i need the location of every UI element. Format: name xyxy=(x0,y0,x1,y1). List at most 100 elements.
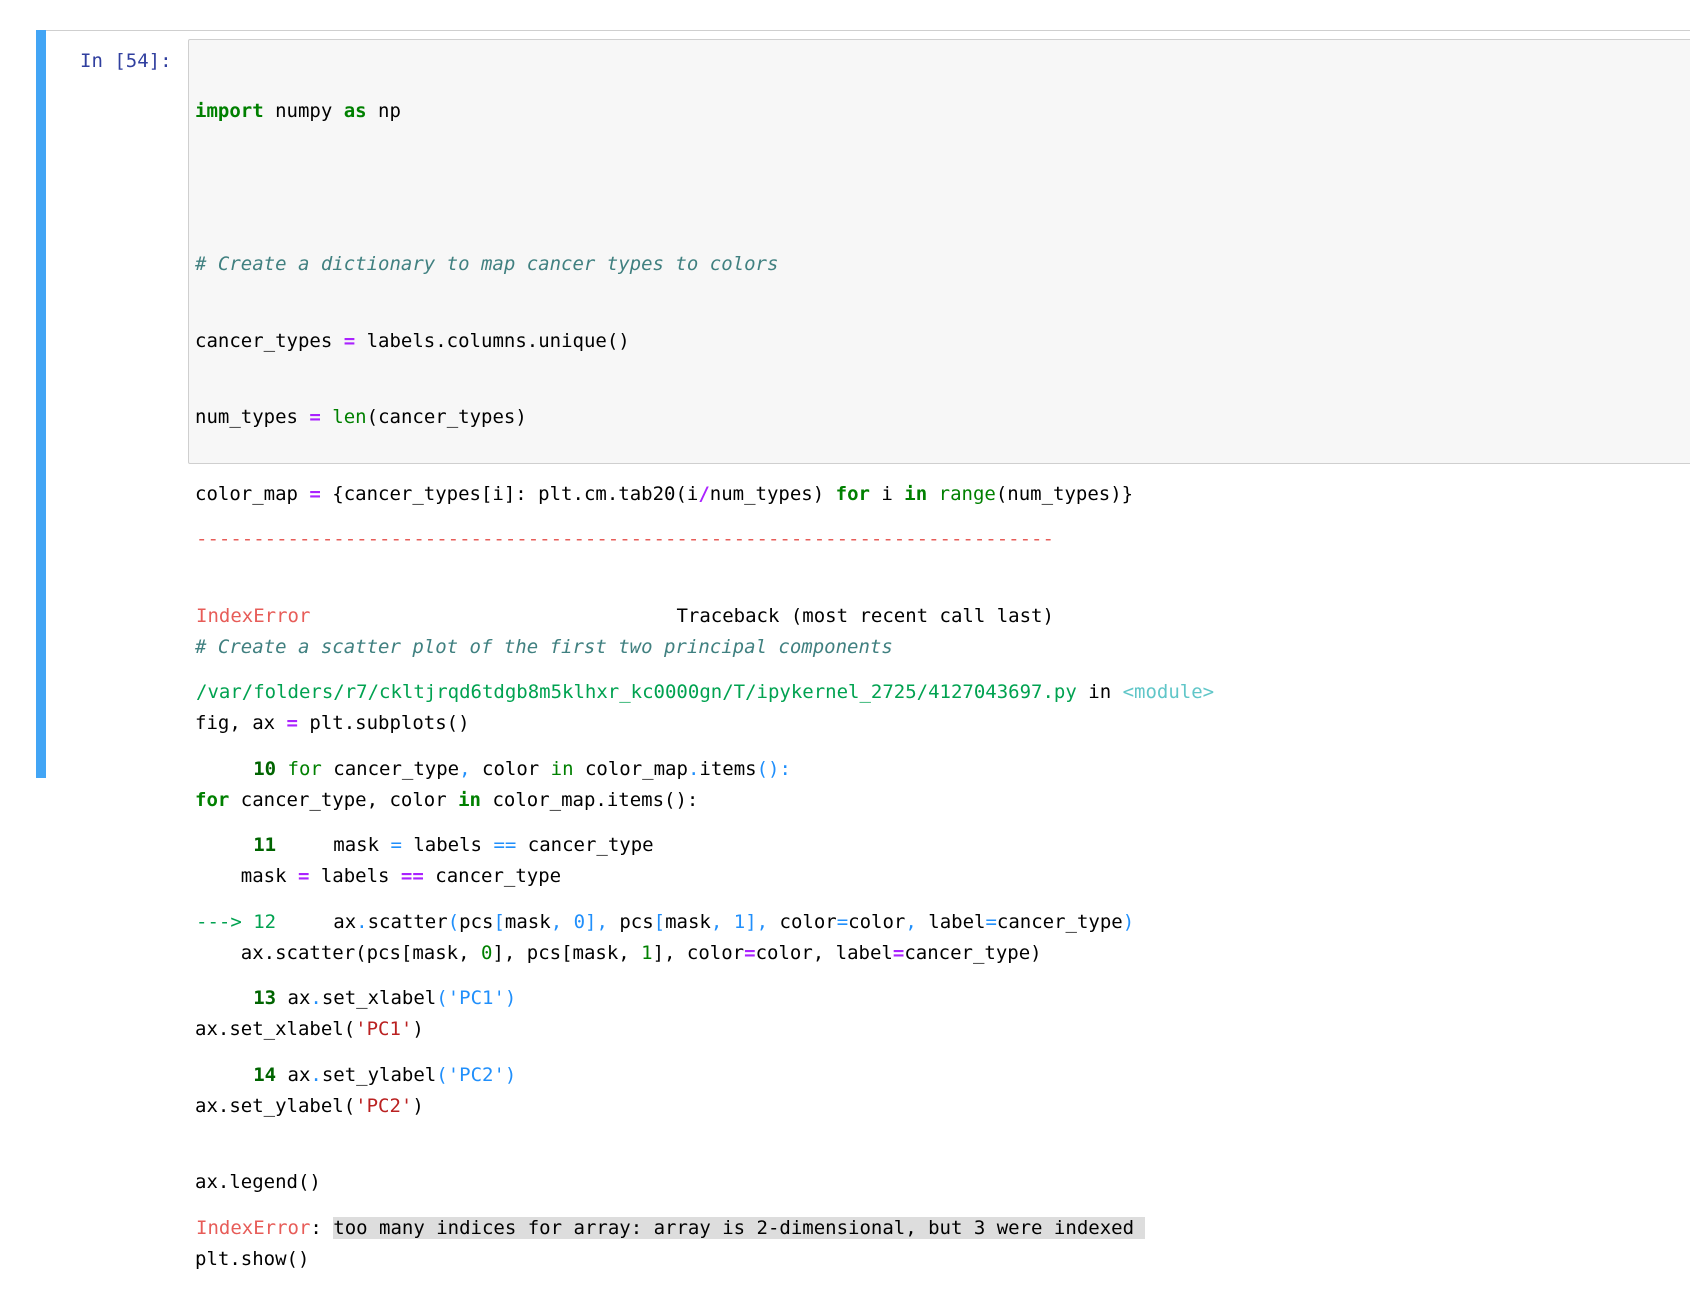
code-operator: = xyxy=(343,329,356,352)
code-token: pcs xyxy=(619,910,654,933)
code-punct: , xyxy=(459,757,471,780)
code-operator: = xyxy=(309,482,321,505)
error-final-name: IndexError xyxy=(196,1216,311,1239)
code-line: # Create a scatter plot of the first two… xyxy=(195,635,1133,661)
error-output: ----------------------------------------… xyxy=(196,476,1214,1267)
traceback-line-number: 10 xyxy=(196,757,288,780)
code-token: color_map xyxy=(195,482,310,505)
code-token: ax xyxy=(287,1063,311,1086)
code-token: color xyxy=(848,910,906,933)
code-token: label xyxy=(928,910,986,933)
error-colon: : xyxy=(310,1216,334,1239)
code-token: np xyxy=(366,100,401,122)
code-line: cancer_types = labels.columns.unique() xyxy=(195,329,1133,355)
code-punct: ('PC2') xyxy=(436,1063,517,1086)
notebook-top-divider xyxy=(36,30,1690,31)
code-keyword: in xyxy=(550,757,574,780)
code-token: as xyxy=(343,100,367,122)
code-builtin: len xyxy=(332,406,367,428)
code-punct: . xyxy=(310,1063,322,1086)
code-token: set_xlabel xyxy=(321,987,437,1009)
code-token: pcs xyxy=(459,910,494,933)
traceback-module: <module> xyxy=(1122,681,1215,703)
code-token: mask xyxy=(504,910,551,933)
code-line: num_types = len(cancer_types) xyxy=(195,405,1133,431)
code-token: fig, ax xyxy=(195,712,287,734)
code-punct: == xyxy=(493,834,517,856)
code-punct: [ xyxy=(493,910,505,933)
traceback-label: Traceback (most recent call last) xyxy=(310,604,1054,627)
error-message-line: IndexError: too many indices for array: … xyxy=(196,1216,1214,1242)
code-punct: ( xyxy=(447,910,460,933)
code-token: color_map xyxy=(573,757,688,780)
traceback-line-number: 13 xyxy=(196,987,288,1009)
code-operator: = xyxy=(309,406,321,428)
code-keyword: for xyxy=(835,482,870,505)
code-operator: = xyxy=(286,712,298,734)
error-message: too many indices for array: array is 2-d… xyxy=(333,1216,1146,1239)
code-token: num_types xyxy=(195,406,310,428)
code-comment: # Create a scatter plot of the first two… xyxy=(195,635,893,658)
code-punct: . xyxy=(687,757,700,780)
code-punct: = xyxy=(390,834,402,856)
code-punct: , 0], xyxy=(550,910,620,933)
code-token: cancer_type xyxy=(516,834,654,856)
code-token: labels.columns.unique() xyxy=(355,329,630,352)
code-token: labels xyxy=(401,834,494,856)
code-token: i xyxy=(869,482,905,505)
code-token: num_types) xyxy=(709,482,836,505)
code-comment: # Create a dictionary to map cancer type… xyxy=(195,253,779,275)
traceback-divider: ----------------------------------------… xyxy=(196,528,1054,550)
traceback-line: 10 for cancer_type, color in color_map.i… xyxy=(196,757,1214,783)
code-line: import numpy as np xyxy=(195,99,1133,125)
code-editor[interactable] xyxy=(188,39,1690,464)
code-token: cancer_type xyxy=(321,757,460,780)
code-punct: ) xyxy=(1122,910,1135,933)
code-keyword: for xyxy=(287,757,322,780)
traceback-in: in xyxy=(1076,681,1123,703)
code-builtin: range xyxy=(938,482,996,505)
code-token: ax xyxy=(287,987,311,1009)
code-token: (num_types)} xyxy=(995,482,1134,505)
traceback-line-number: 14 xyxy=(196,1063,288,1086)
code-token: mask xyxy=(665,910,711,933)
code-token: (cancer_types) xyxy=(366,406,527,428)
code-keyword: in xyxy=(904,482,928,505)
code-punct: . xyxy=(356,910,368,933)
code-line-blank xyxy=(195,176,1133,202)
traceback-arrow: ---> 12 xyxy=(196,910,288,933)
code-token: cancer_type xyxy=(996,910,1123,933)
code-token: color xyxy=(779,910,837,933)
code-token: color xyxy=(470,757,551,780)
traceback-line-number: 11 xyxy=(196,834,288,856)
traceback-file-path[interactable]: /var/folders/r7/ckltjrqd6tdgb8m5klhxr_kc… xyxy=(196,681,1077,703)
code-token: mask xyxy=(287,834,391,856)
traceback-line: 14 ax.set_ylabel('PC2') xyxy=(196,1063,1214,1089)
code-cell[interactable] xyxy=(36,30,1690,778)
traceback-location: /var/folders/r7/ckltjrqd6tdgb8m5klhxr_kc… xyxy=(196,680,1214,706)
code-punct: ('PC1') xyxy=(436,987,517,1009)
code-token: {cancer_types[i]: plt.cm.tab20(i xyxy=(320,482,699,505)
code-token: plt.subplots() xyxy=(297,712,470,734)
traceback-header: IndexError Traceback (most recent call l… xyxy=(196,604,1214,630)
code-token: numpy xyxy=(263,100,344,122)
traceback-blank xyxy=(196,1139,1214,1165)
selected-cell-indicator xyxy=(36,30,46,778)
code-punct: (): xyxy=(756,757,791,780)
traceback-line: 13 ax.set_xlabel('PC1') xyxy=(196,986,1214,1012)
code-operator: / xyxy=(698,482,710,505)
code-punct: = xyxy=(836,910,849,933)
code-punct: . xyxy=(310,987,322,1009)
code-line: color_map = {cancer_types[i]: plt.cm.tab… xyxy=(195,482,1133,508)
traceback-line: 11 mask = labels == cancer_type xyxy=(196,833,1214,859)
code-line: fig, ax = plt.subplots() xyxy=(195,711,1133,737)
code-punct: , 1], xyxy=(710,910,780,933)
code-line: # Create a dictionary to map cancer type… xyxy=(195,252,1133,278)
code-token: ax xyxy=(287,910,357,933)
code-token: import xyxy=(195,100,264,122)
code-token: items xyxy=(699,757,757,780)
code-token: cancer_types xyxy=(195,329,344,352)
code-punct: = xyxy=(985,910,997,933)
code-token: scatter xyxy=(367,910,448,933)
error-name: IndexError xyxy=(196,604,311,627)
